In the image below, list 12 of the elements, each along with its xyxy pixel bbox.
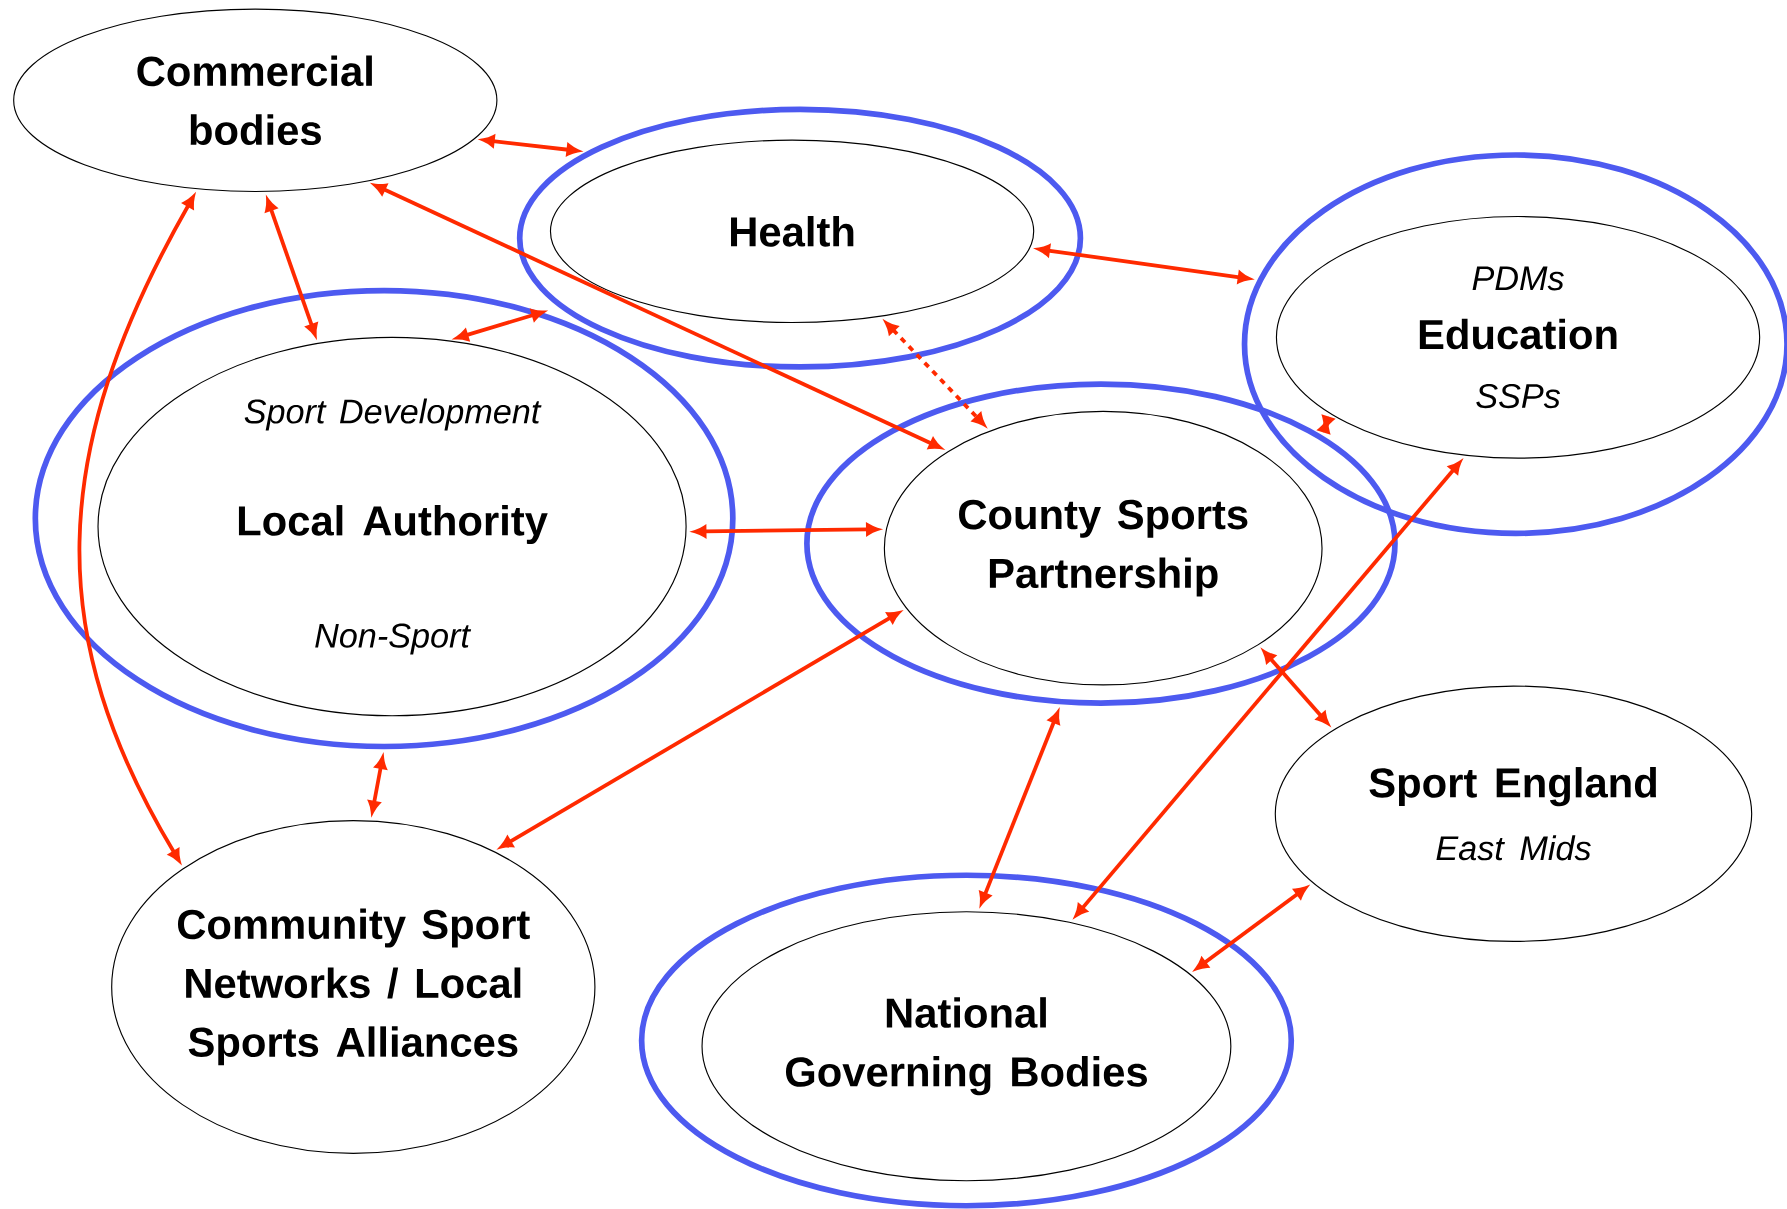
ellipse-node: Sport Development Local Authority Non-Sport: [97, 336, 687, 717]
ellipse-node: Community Sport Networks / Local Sports Alliances: [111, 819, 596, 1154]
arrow: [1318, 415, 1334, 434]
ring: [804, 381, 1398, 706]
ellipse-node: Commercial bodies: [13, 8, 498, 192]
arrow: [1074, 460, 1462, 917]
ellipse-node: County Sports Partnership: [883, 410, 1323, 686]
ellipse-node: National Governing Bodies: [701, 911, 1232, 1182]
ellipse-node: PDMs Education SSPs: [1275, 215, 1761, 459]
ring: [638, 872, 1295, 1209]
arrow: [499, 611, 901, 849]
ellipse-node: Sport England East Mids: [1274, 685, 1753, 942]
